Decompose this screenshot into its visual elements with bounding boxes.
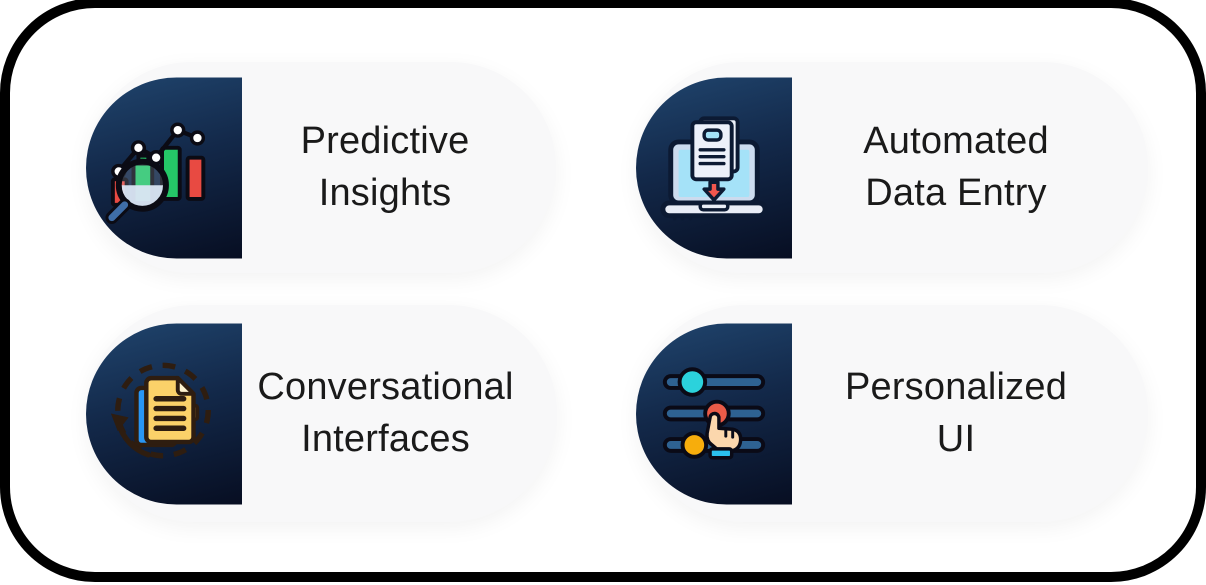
card-title: Conversational Interfaces	[242, 305, 529, 522]
card-title: Predictive Insights	[242, 62, 528, 273]
icon-panel	[636, 77, 792, 258]
card-predictive-insights: Predictive Insights	[86, 62, 556, 273]
card-title-line: Automated	[863, 119, 1049, 162]
card-personalized-ui: Personalized UI	[636, 305, 1148, 522]
card-title-line: Conversational	[257, 365, 514, 408]
card-title-line: Data Entry	[865, 171, 1047, 214]
icon-panel	[636, 323, 792, 504]
document-sync-icon	[110, 362, 211, 459]
card-conversational-interfaces: Conversational Interfaces	[86, 305, 557, 522]
card-title-line: Insights	[318, 171, 452, 214]
sliders-hand-icon	[662, 367, 766, 460]
icon-panel	[86, 323, 242, 504]
card-title-line: Personalized	[844, 365, 1068, 408]
chart-magnifier-icon	[105, 122, 206, 225]
card-automated-data-entry: Automated Data Entry	[636, 62, 1148, 273]
card-title: Personalized UI	[792, 305, 1120, 522]
card-title-line: Interfaces	[301, 417, 470, 460]
card-title-line: Predictive	[300, 119, 470, 162]
laptop-download-icon	[660, 116, 768, 221]
card-title-line: UI	[936, 417, 976, 460]
icon-panel	[86, 77, 242, 258]
card-title: Automated Data Entry	[792, 62, 1120, 273]
